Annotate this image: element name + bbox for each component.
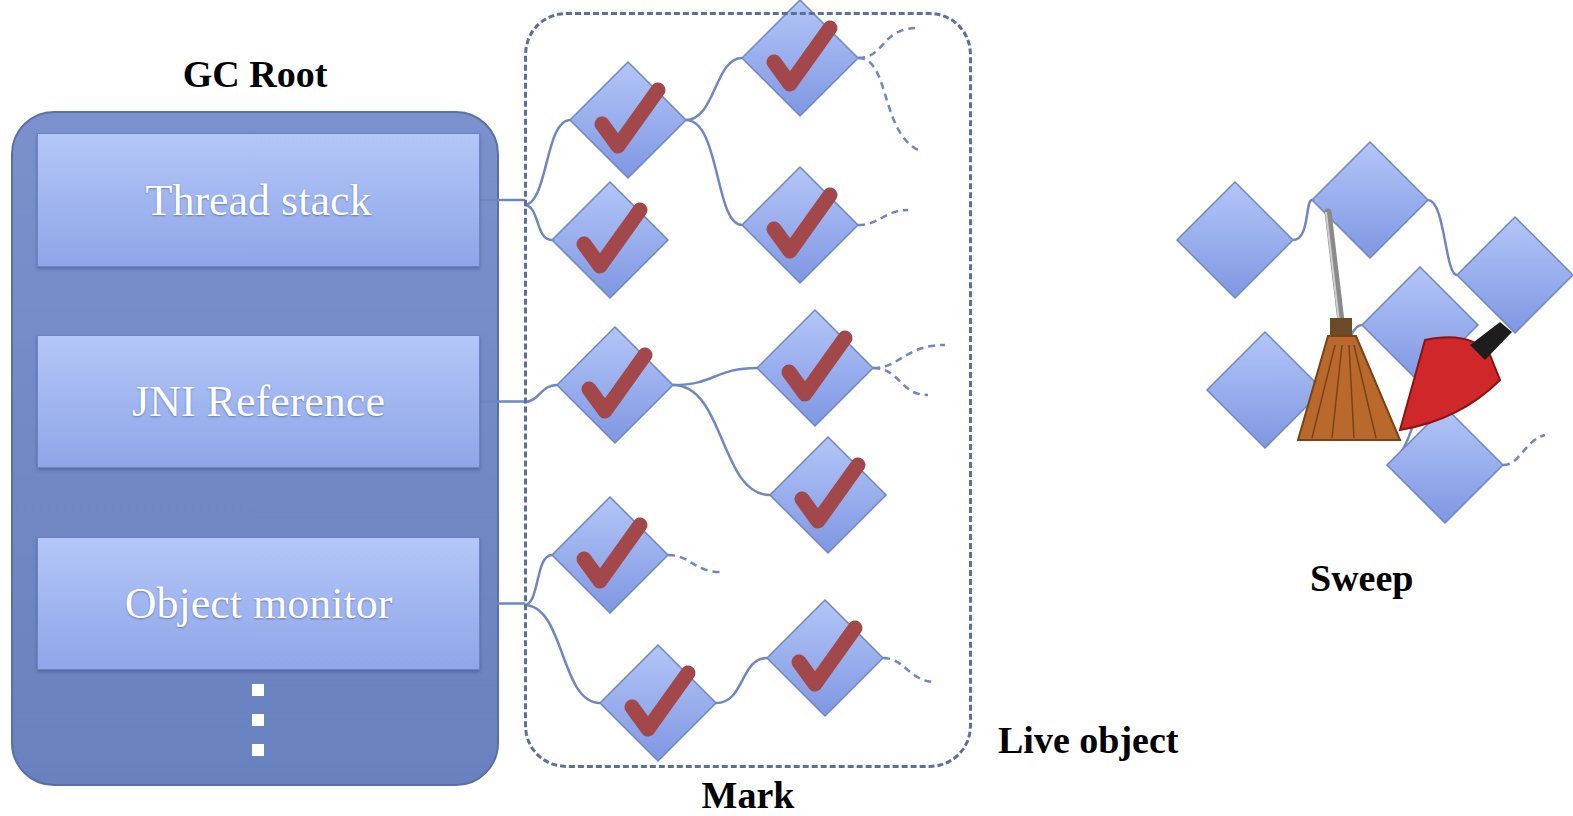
check-mark	[602, 90, 658, 146]
check-mark	[789, 338, 845, 394]
object-diamond	[770, 437, 886, 553]
live-object	[552, 182, 668, 298]
live-object	[570, 62, 686, 178]
object-diamond	[1177, 182, 1293, 298]
region-label: Live object	[998, 718, 1178, 762]
node-text: Thread stack	[146, 175, 372, 226]
reference-line	[480, 400, 525, 403]
node-text: JNI Reference	[132, 376, 385, 427]
node-heading: GC Root	[12, 52, 498, 96]
check-mark	[584, 525, 640, 581]
root-box: JNI Reference	[37, 335, 480, 468]
object-diamond	[570, 62, 686, 178]
object-diamond	[557, 327, 673, 443]
garbage-objects	[1177, 142, 1573, 523]
live-object	[742, 167, 858, 283]
object-diamond	[600, 645, 716, 761]
node-heading: Mark	[527, 773, 969, 816]
object-diamond	[552, 182, 668, 298]
check-mark	[774, 28, 830, 84]
dangling-links	[668, 28, 945, 682]
reference-line	[480, 602, 525, 605]
node-text: Object monitor	[125, 578, 393, 629]
phase-label: Sweep	[1310, 556, 1413, 600]
live-object	[552, 497, 668, 613]
live-object	[742, 0, 858, 116]
live-object	[757, 310, 873, 426]
check-mark	[632, 673, 688, 729]
broom-icon	[1298, 212, 1400, 440]
check-mark	[584, 210, 640, 266]
root-box: Object monitor	[37, 537, 480, 670]
gc-root-panel: GC RootThread stackJNI ReferenceObject m…	[12, 112, 498, 785]
ellipsis	[252, 684, 264, 756]
root-panel	[12, 112, 498, 785]
dustpan-icon	[1400, 322, 1512, 430]
live-object	[767, 600, 883, 716]
check-mark	[774, 195, 830, 251]
live-object	[770, 437, 886, 553]
object-diamond	[552, 497, 668, 613]
live-objects	[552, 0, 886, 761]
check-mark	[802, 465, 858, 521]
reference-links	[524, 58, 770, 703]
object-diamond	[742, 0, 858, 116]
root-box: Thread stack	[37, 133, 480, 267]
live-object	[600, 645, 716, 761]
object-diamond	[1457, 217, 1573, 333]
reference-line	[480, 199, 525, 202]
object-diamond	[767, 600, 883, 716]
check-mark	[799, 628, 855, 684]
mark-region: Mark	[524, 12, 972, 768]
check-mark	[589, 355, 645, 411]
live-object	[557, 327, 673, 443]
object-diamond	[757, 310, 873, 426]
object-diamond	[742, 167, 858, 283]
